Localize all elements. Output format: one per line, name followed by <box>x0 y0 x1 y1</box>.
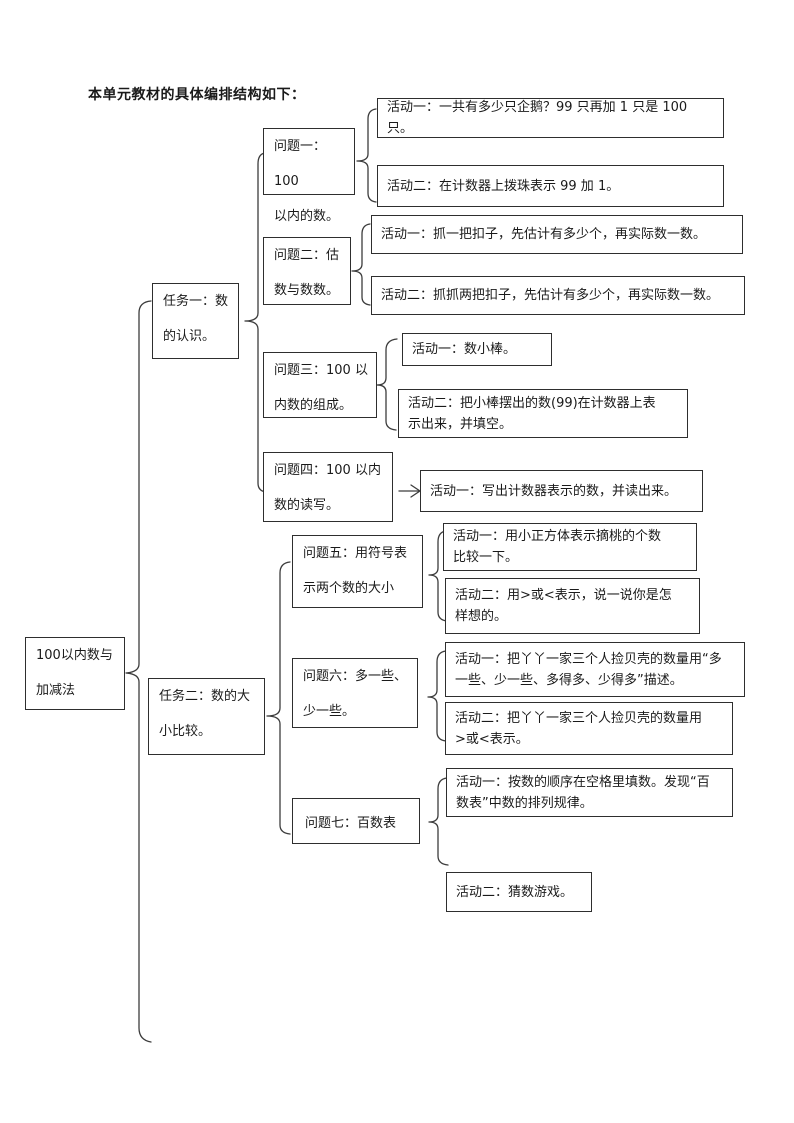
activity-node: 活动二：把丫丫一家三个人捡贝壳的数量用 >或<表示。 <box>445 702 733 755</box>
problem6-node: 问题六：多一些、 少一些。 <box>292 658 418 728</box>
problem2-node: 问题二：估 数与数数。 <box>263 237 351 305</box>
activity-node: 活动一：数小棒。 <box>402 333 552 366</box>
brace-problem3-to-activities <box>376 338 398 431</box>
activity-node: 活动二：把小棒摆出的数(99)在计数器上表 示出来，并填空。 <box>398 389 688 438</box>
activity-node: 活动一：按数的顺序在空格里填数。发现“百 数表”中数的排列规律。 <box>446 768 733 817</box>
activity-node: 活动二：抓抓两把扣子，先估计有多少个，再实际数一数。 <box>371 276 745 315</box>
activity-node: 活动二：在计数器上拨珠表示 99 加 1。 <box>377 165 724 207</box>
root-node: 100以内数与 加减法 <box>25 637 125 710</box>
problem7-node: 问题七：百数表 <box>292 798 420 844</box>
activity-node: 活动一：一共有多少只企鹅？99 只再加 1 只是 100 只。 <box>377 98 724 138</box>
task2-node: 任务二：数的大 小比较。 <box>148 678 265 755</box>
problem3-node: 问题三：100 以 内数的组成。 <box>263 352 377 418</box>
page-title: 本单元教材的具体编排结构如下： <box>88 87 306 103</box>
activity-node: 活动二：猜数游戏。 <box>446 872 592 912</box>
activity-node: 活动一：用小正方体表示摘桃的个数 比较一下。 <box>443 523 697 571</box>
brace-problem2-to-activities <box>351 223 371 306</box>
brace-problem1-to-activities <box>356 108 377 203</box>
brace-root-to-tasks <box>125 300 152 1043</box>
arrow-problem4-to-activity <box>398 484 421 498</box>
brace-task2-to-problems <box>266 561 291 835</box>
brace-problem6-to-activities <box>427 650 447 742</box>
activity-node: 活动一：写出计数器表示的数，并读出来。 <box>420 470 703 512</box>
brace-task1-to-problems <box>244 152 267 493</box>
problem1-node: 问题一：100 以内的数。 <box>263 128 355 224</box>
problem5-node: 问题五：用符号表 示两个数的大小 <box>292 535 423 608</box>
task1-node: 任务一：数 的认识。 <box>152 283 239 359</box>
problem4-node: 问题四：100 以内 数的读写。 <box>263 452 393 522</box>
activity-node: 活动一：把丫丫一家三个人捡贝壳的数量用“多 一些、少一些、多得多、少得多”描述。 <box>445 642 745 697</box>
activity-node: 活动一：抓一把扣子，先估计有多少个，再实际数一数。 <box>371 215 743 254</box>
activity-node: 活动二：用>或<表示，说一说你是怎 样想的。 <box>445 578 700 634</box>
